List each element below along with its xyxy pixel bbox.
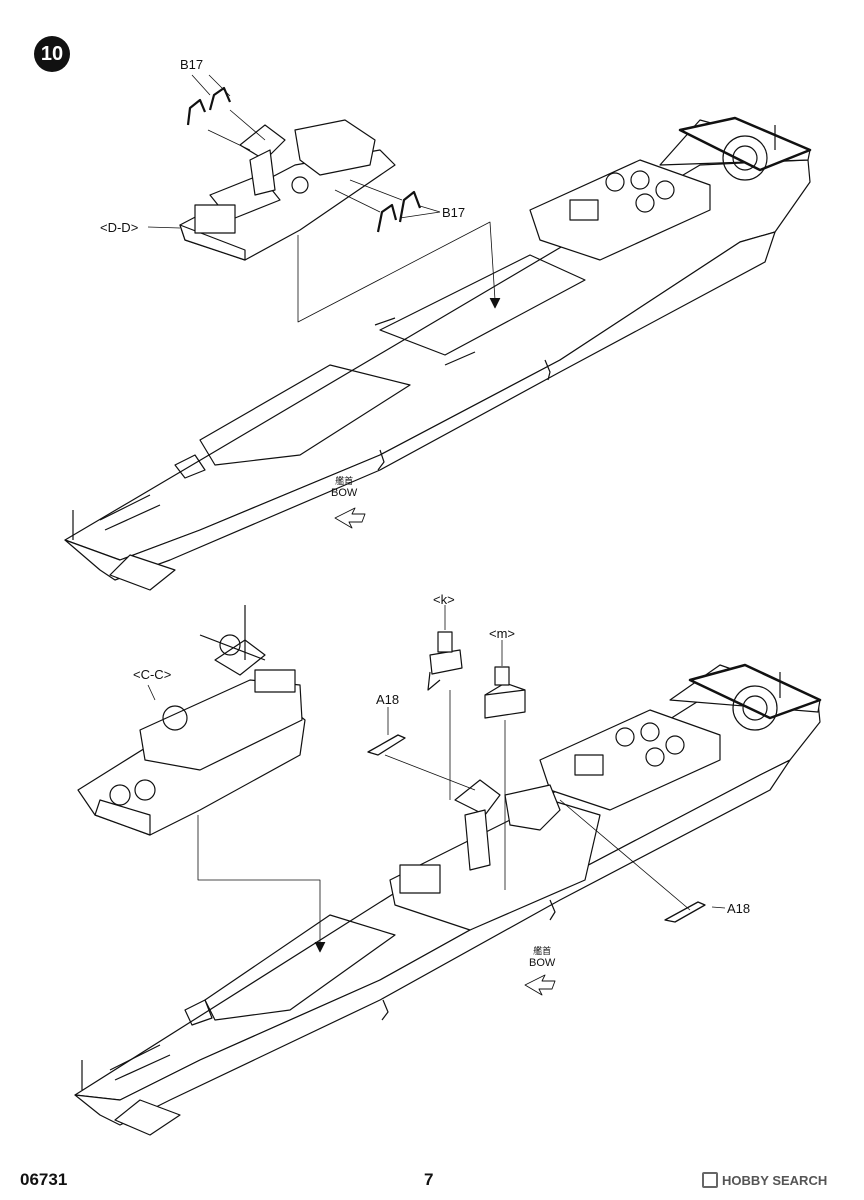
d-d-subassembly bbox=[179, 119, 396, 261]
label-m: <m> bbox=[489, 626, 516, 641]
bow-jp-bottom: 艦首 bbox=[533, 946, 552, 956]
label-b17-right: B17 bbox=[442, 205, 466, 220]
a18-boat-right bbox=[664, 901, 706, 923]
page-number: 7 bbox=[424, 1170, 434, 1189]
bottom-hull bbox=[74, 663, 822, 1136]
watermark-logo-icon bbox=[702, 1172, 718, 1188]
top-hull bbox=[64, 116, 812, 591]
bow-en-top: BOW bbox=[331, 487, 358, 499]
leader-lines bbox=[147, 74, 501, 323]
bow-indicator-bottom: 艦首 BOW bbox=[529, 945, 555, 969]
a18-boat-left bbox=[367, 734, 406, 756]
bow-en-bottom: BOW bbox=[529, 957, 556, 969]
bow-indicator-top: 艦首 BOW bbox=[331, 475, 357, 499]
watermark-text: HOBBY SEARCH bbox=[722, 1172, 828, 1188]
b17-parts-top bbox=[186, 86, 422, 233]
m-part bbox=[484, 666, 526, 719]
bow-jp-top: 艦首 bbox=[335, 476, 354, 486]
k-part bbox=[427, 631, 463, 691]
label-a18-right: A18 bbox=[727, 901, 751, 916]
label-c-c: <C-C> bbox=[133, 667, 172, 682]
leader-lines-bottom bbox=[147, 605, 726, 953]
label-k: <k> bbox=[433, 592, 455, 607]
label-a18-left: A18 bbox=[376, 692, 400, 707]
watermark: HOBBY SEARCH bbox=[702, 1172, 827, 1188]
product-code: 06731 bbox=[20, 1170, 68, 1189]
label-b17-top: B17 bbox=[180, 57, 204, 72]
step-number-badge: 10 bbox=[34, 36, 70, 72]
label-d-d: <D-D> bbox=[100, 220, 139, 235]
c-c-subassembly bbox=[77, 605, 306, 836]
